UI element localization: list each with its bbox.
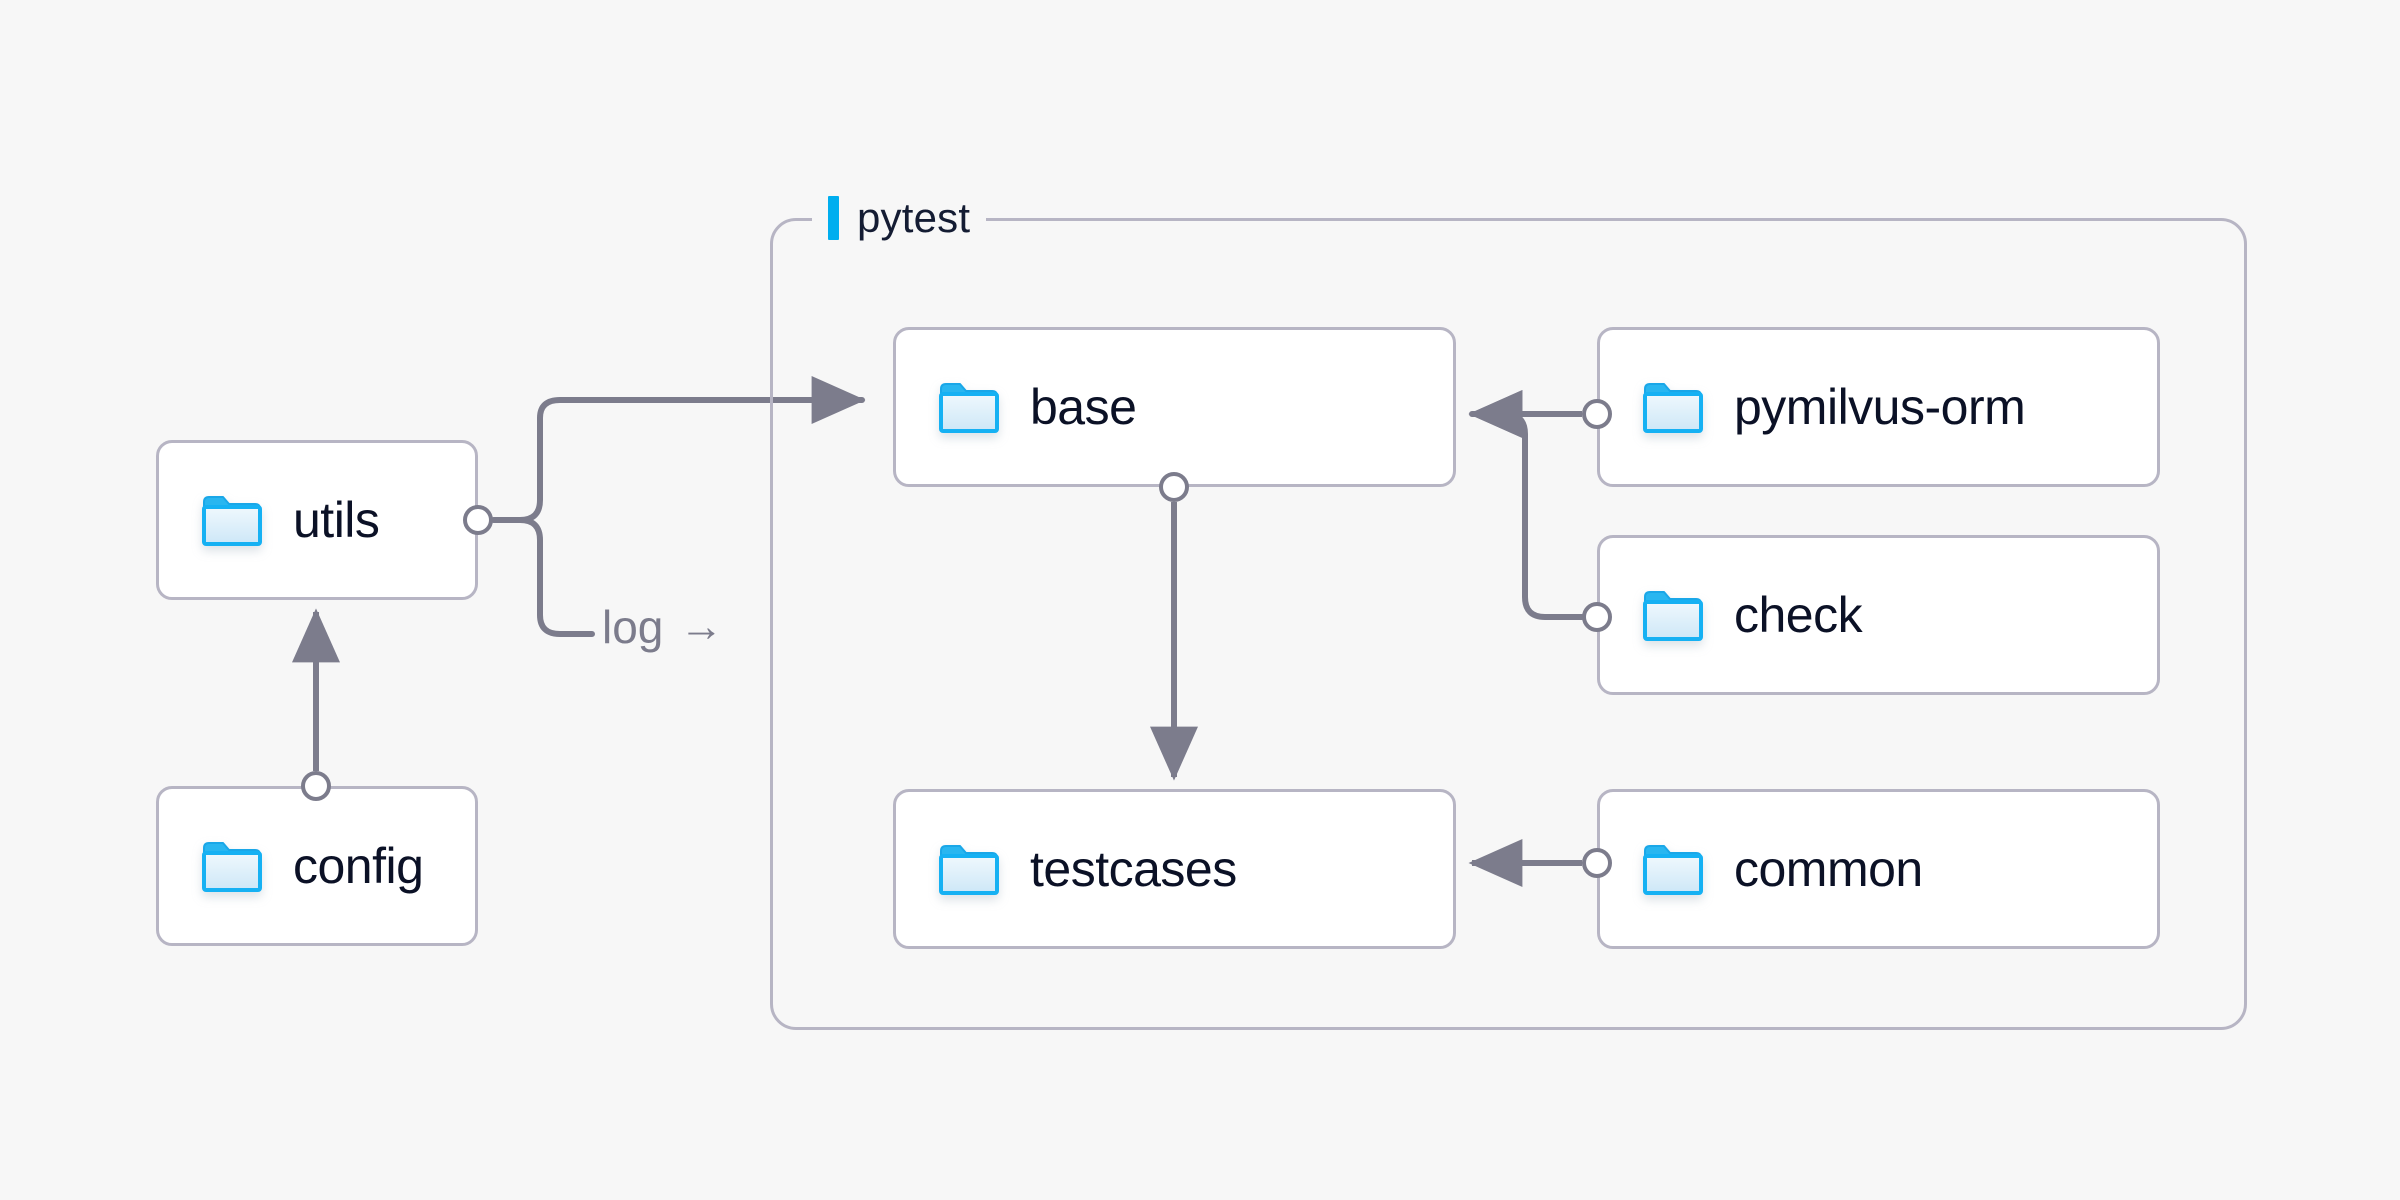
node-config[interactable]: config	[156, 786, 478, 946]
node-testcases[interactable]: testcases	[893, 789, 1456, 949]
port-base-bottom[interactable]	[1159, 472, 1189, 502]
node-label-config: config	[293, 838, 424, 894]
port-pymilvus-left[interactable]	[1582, 399, 1612, 429]
folder-icon	[1642, 380, 1704, 434]
node-common[interactable]: common	[1597, 789, 2160, 949]
node-utils[interactable]: utils	[156, 440, 478, 600]
folder-icon	[938, 380, 1000, 434]
node-check[interactable]: check	[1597, 535, 2160, 695]
pytest-group-container[interactable]	[770, 218, 2247, 1030]
edge-label-log-text: log	[602, 601, 664, 653]
node-pymilvus-orm[interactable]: pymilvus-orm	[1597, 327, 2160, 487]
node-label-common: common	[1734, 841, 1923, 897]
node-label-base: base	[1030, 379, 1137, 435]
folder-icon	[201, 493, 263, 547]
folder-icon	[938, 842, 1000, 896]
pytest-group-label: pytest	[812, 189, 987, 247]
port-common-left[interactable]	[1582, 848, 1612, 878]
node-base[interactable]: base	[893, 327, 1456, 487]
arrow-right-icon: →	[679, 602, 724, 651]
port-config-top[interactable]	[301, 771, 331, 801]
node-label-testcases: testcases	[1030, 841, 1237, 897]
folder-icon	[1642, 842, 1704, 896]
edge-label-log: log →	[602, 604, 723, 650]
folder-icon	[201, 839, 263, 893]
edge-utils-to-log	[491, 517, 595, 637]
node-label-pymilvus-orm: pymilvus-orm	[1734, 379, 2026, 435]
node-label-utils: utils	[293, 492, 380, 548]
group-label-text: pytest	[857, 194, 971, 241]
port-check-left[interactable]	[1582, 602, 1612, 632]
folder-icon	[1642, 588, 1704, 642]
node-label-check: check	[1734, 587, 1863, 643]
port-utils-right[interactable]	[463, 505, 493, 535]
group-accent-bar	[828, 196, 839, 240]
